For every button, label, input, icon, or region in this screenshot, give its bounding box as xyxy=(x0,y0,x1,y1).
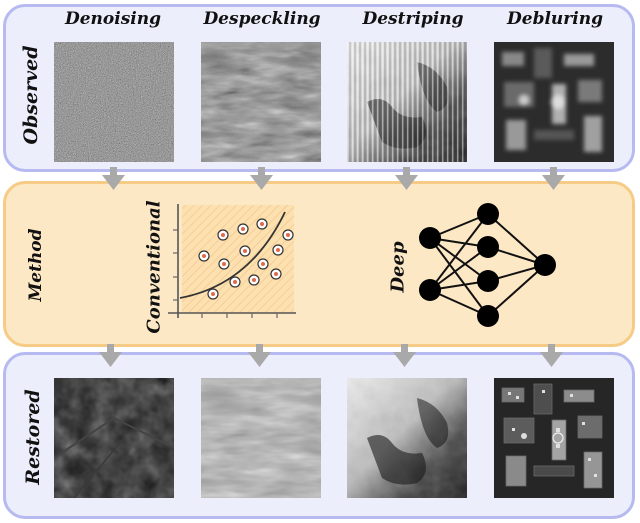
output-node xyxy=(534,254,556,276)
scatter-points xyxy=(198,218,294,300)
scatter-point xyxy=(272,244,284,256)
scatter-point xyxy=(198,250,210,262)
plot-axes xyxy=(168,204,296,318)
scatter-point xyxy=(256,218,268,230)
scatter-point xyxy=(270,268,282,280)
hidden-node xyxy=(477,236,499,258)
deep-label: Deep xyxy=(387,241,409,293)
method-panel xyxy=(3,181,635,347)
input-node xyxy=(419,227,441,249)
scatter-point xyxy=(248,274,260,286)
arrow-denoising-to-method xyxy=(102,167,125,190)
scatter-point xyxy=(217,229,229,241)
hatched-region xyxy=(182,205,294,313)
restored-denoising-image xyxy=(54,378,174,498)
hidden-node xyxy=(477,203,499,225)
scatter-point xyxy=(239,245,251,257)
observed-debluring-image xyxy=(494,42,614,162)
column-label-debluring: Debluring xyxy=(507,9,603,29)
fit-curve xyxy=(179,211,286,299)
hidden-node xyxy=(477,270,499,292)
scatter-point xyxy=(257,258,269,270)
arrow-method-to-denoising xyxy=(99,344,122,367)
arrow-debluring-to-method xyxy=(542,167,565,190)
column-label-despeckling: Despeckling xyxy=(203,9,321,29)
conventional-label: Conventional xyxy=(143,200,165,334)
arrow-method-to-despeckling xyxy=(248,344,271,367)
observed-despeckling-image xyxy=(201,42,321,162)
scatter-point xyxy=(229,276,241,288)
observed-denoising-image xyxy=(54,42,174,162)
column-label-denoising: Denoising xyxy=(65,9,161,29)
scatter-point xyxy=(218,258,230,270)
input-node xyxy=(419,279,441,301)
restored-destriping-image xyxy=(347,378,467,498)
hidden-node xyxy=(477,305,499,327)
arrow-destriping-to-method xyxy=(395,167,418,190)
column-label-destriping: Destriping xyxy=(362,9,464,29)
arrow-method-to-debluring xyxy=(540,344,563,367)
scatter-point xyxy=(237,223,249,235)
observed-destriping-image xyxy=(347,42,467,162)
arrow-method-to-destriping xyxy=(393,344,416,367)
scatter-point xyxy=(207,288,219,300)
scatter-point xyxy=(282,229,294,241)
restored-debluring-image xyxy=(494,378,614,498)
restored-despeckling-image xyxy=(201,378,321,498)
arrow-despeckling-to-method xyxy=(250,167,273,190)
